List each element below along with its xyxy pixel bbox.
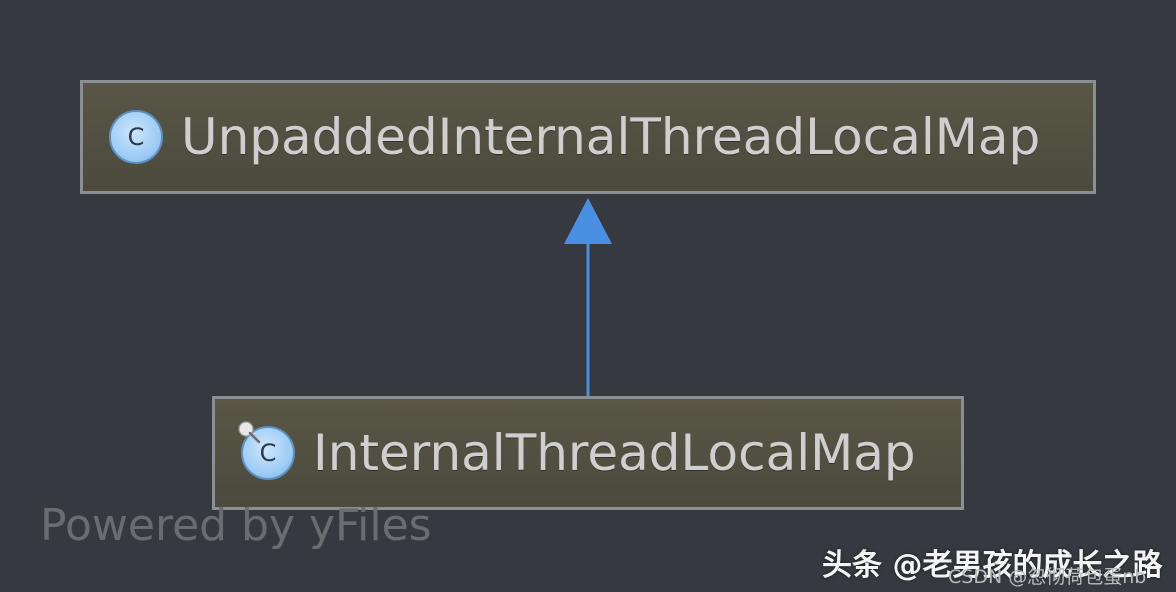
class-name-label: UnpaddedInternalThreadLocalMap [181,108,1041,166]
class-icon-letter: C [127,123,145,151]
toutiao-watermark: 头条 @老男孩的成长之路 [822,548,1163,583]
class-c-icon: C [109,110,163,164]
csdn-watermark: CSDN @忽彻荷包蛋nb [948,566,1147,588]
class-node-unpadded-internal-thread-local-map[interactable]: C UnpaddedInternalThreadLocalMap [80,80,1096,194]
powered-by-yfiles-watermark: Powered by yFiles [40,500,432,551]
class-c-pinned-icon: C [238,421,295,480]
class-icon-letter: C [259,439,277,467]
class-node-internal-thread-local-map[interactable]: C InternalThreadLocalMap [212,396,964,510]
inheritance-arrowhead [564,198,612,244]
class-name-label: InternalThreadLocalMap [313,424,916,482]
pin-icon [238,421,261,444]
